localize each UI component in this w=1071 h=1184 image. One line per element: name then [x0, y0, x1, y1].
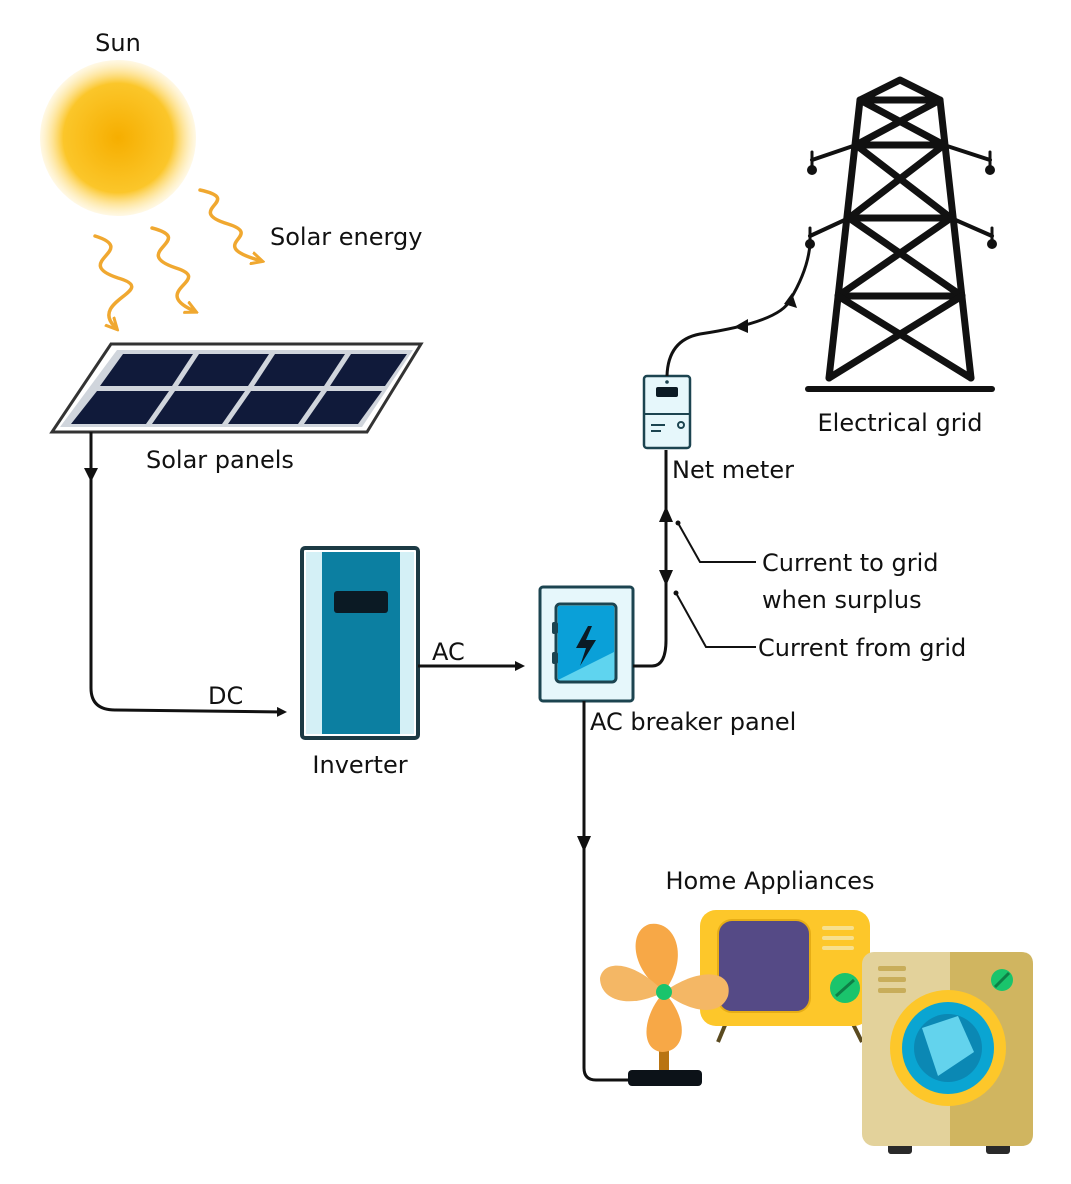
- bidirectional-arrow-up: [784, 293, 797, 308]
- solar-panel-icon: [49, 342, 424, 434]
- appliance-wire-arrow: [577, 836, 591, 852]
- sun-icon: [40, 60, 196, 216]
- callout-lines: [675, 522, 756, 648]
- inverter-icon: [300, 546, 420, 740]
- grid-wire: [633, 450, 668, 668]
- current-from-grid-label: Current from grid: [758, 634, 966, 662]
- sun-label: Sun: [95, 29, 141, 57]
- inverter-label: Inverter: [312, 751, 407, 779]
- fan-icon: [600, 923, 729, 1086]
- transmission-tower-icon: [805, 76, 995, 392]
- dc-label: DC: [208, 682, 243, 710]
- appliance-wire: [582, 701, 630, 1082]
- washing-machine-icon: [862, 952, 1033, 1154]
- solar-energy-label: Solar energy: [270, 223, 422, 251]
- tower-insulators: [805, 165, 997, 249]
- current-from-grid-arrow: [659, 570, 673, 586]
- solar-panels-label: Solar panels: [146, 446, 294, 474]
- breaker-panel-label: AC breaker panel: [590, 708, 796, 736]
- tv-icon: [700, 910, 870, 1043]
- net-meter-icon: [642, 374, 692, 450]
- callout-dot: [675, 520, 681, 526]
- callout-dot: [673, 590, 679, 596]
- home-appliances-label: Home Appliances: [665, 867, 874, 895]
- current-to-grid-label-line2: when surplus: [762, 586, 922, 614]
- dc-wire-arrow: [84, 468, 98, 482]
- current-to-grid-label: Current to grid: [762, 549, 939, 577]
- dc-wire: [89, 432, 287, 717]
- bidirectional-arrow-left: [734, 319, 748, 333]
- breaker-panel-icon: [538, 585, 635, 703]
- ac-label: AC: [432, 638, 465, 666]
- solar-energy-rays: [93, 188, 258, 326]
- net-meter-label: Net meter: [672, 456, 794, 484]
- electrical-grid-label: Electrical grid: [818, 409, 983, 437]
- current-to-grid-arrow: [659, 506, 673, 522]
- meter-grid-wire: [665, 243, 812, 377]
